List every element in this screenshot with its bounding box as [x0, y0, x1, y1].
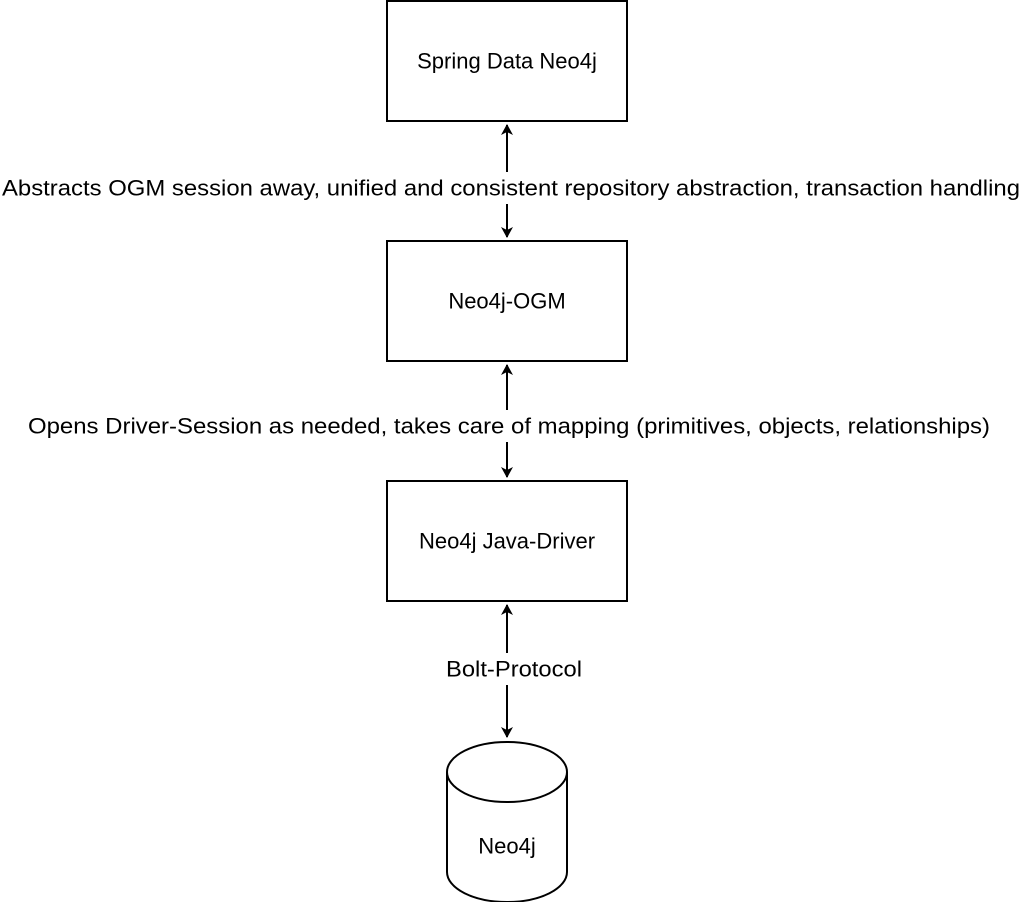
- node-ogm-label: Neo4j-OGM: [448, 289, 565, 314]
- edge-ogm-driver-label: Opens Driver-Session as needed, takes ca…: [28, 414, 990, 439]
- node-spring-label: Spring Data Neo4j: [417, 49, 597, 74]
- database-cylinder-rim: [446, 771, 568, 803]
- node-spring-box: [386, 0, 628, 122]
- edge-spring-to-ogm: Abstracts OGM session away, unified and …: [0, 124, 1022, 238]
- node-neo4j-ogm: Neo4j-OGM: [386, 240, 628, 362]
- node-spring-data-neo4j: Spring Data Neo4j: [386, 0, 628, 122]
- node-ogm-box: [386, 240, 628, 362]
- database-cylinder-icon: [446, 741, 568, 902]
- node-neo4j-java-driver: Neo4j Java-Driver: [386, 480, 628, 602]
- node-driver-label: Neo4j Java-Driver: [419, 529, 595, 554]
- node-neo4j-database: Neo4j: [446, 741, 568, 902]
- edge-spring-ogm-label-bg: [0, 172, 1022, 204]
- edge-ogm-driver-label-bg: [24, 410, 996, 442]
- edge-driver-db-label: Bolt-Protocol: [446, 657, 582, 682]
- edge-spring-ogm-label: Abstracts OGM session away, unified and …: [2, 176, 1020, 201]
- node-driver-box: [386, 480, 628, 602]
- node-db-label: Neo4j: [478, 834, 535, 859]
- edge-ogm-to-driver: Opens Driver-Session as needed, takes ca…: [24, 364, 996, 478]
- edge-driver-db-label-bg: [440, 653, 588, 685]
- edge-driver-to-db: Bolt-Protocol: [440, 604, 588, 738]
